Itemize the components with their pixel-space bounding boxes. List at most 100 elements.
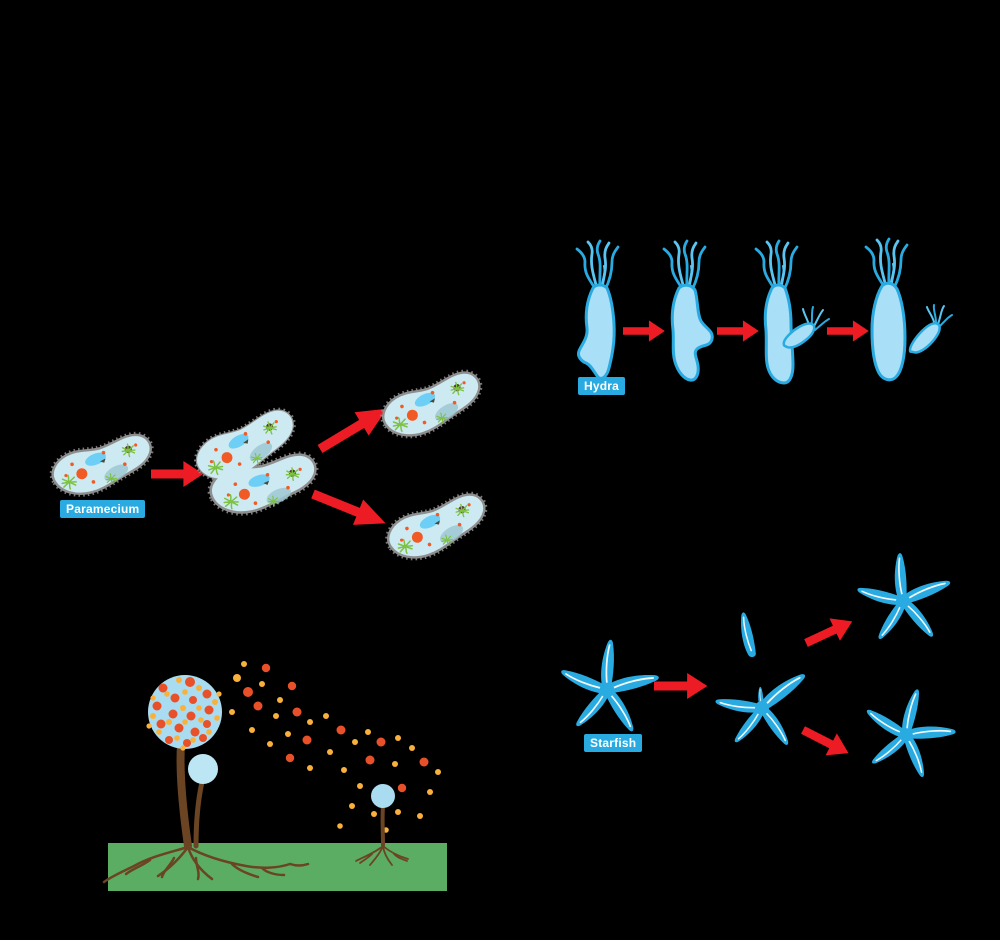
spore-dot bbox=[180, 745, 186, 751]
spore-dot bbox=[336, 725, 346, 735]
spore-dot bbox=[146, 723, 152, 729]
arrow-icon bbox=[717, 320, 759, 342]
paramecium-dividing-cell bbox=[189, 407, 319, 516]
spore-dot bbox=[365, 729, 371, 735]
spore-dot bbox=[352, 739, 358, 745]
paramecium-daughter-cell bbox=[382, 491, 492, 564]
spore-dot bbox=[202, 689, 212, 699]
spore-dot bbox=[198, 717, 204, 723]
spore-dot bbox=[189, 696, 197, 704]
paramecium-label: Paramecium bbox=[60, 500, 146, 518]
spore-dot bbox=[395, 809, 401, 815]
spore-dot bbox=[190, 737, 196, 743]
spore-dot bbox=[307, 719, 313, 725]
starfish-detached-arm bbox=[736, 610, 759, 660]
starfish-regeneration-illustration bbox=[559, 546, 963, 783]
starfish-adult bbox=[559, 639, 660, 733]
spore-dot bbox=[186, 711, 196, 721]
spore-dot bbox=[287, 681, 297, 691]
spore-dot bbox=[166, 719, 172, 725]
spore-dot bbox=[180, 705, 186, 711]
spore-dot bbox=[233, 674, 241, 682]
spore-dot bbox=[341, 767, 347, 773]
spore-dot bbox=[409, 745, 415, 751]
spore-dot bbox=[427, 789, 433, 795]
fungus-roots bbox=[102, 845, 310, 884]
spore-dot bbox=[156, 719, 166, 729]
fungus-spore-dispersal-illustration bbox=[102, 661, 447, 891]
spore-dot bbox=[229, 709, 235, 715]
hydra-stage-4 bbox=[864, 237, 953, 382]
spore-dot bbox=[182, 689, 188, 695]
sporangium-spores bbox=[146, 677, 222, 751]
starfish-regrown bbox=[851, 546, 959, 648]
spore-dot bbox=[349, 803, 355, 809]
hydra-budding-illustration bbox=[575, 237, 953, 385]
paramecium-binary-fission-illustration bbox=[48, 369, 492, 564]
spore-dot bbox=[395, 735, 401, 741]
spore-dot bbox=[302, 735, 312, 745]
sporangium-ball-young bbox=[188, 754, 218, 784]
spore-dot bbox=[243, 687, 253, 697]
spore-dot bbox=[206, 729, 212, 735]
spore-dot bbox=[212, 699, 218, 705]
spore-dot bbox=[196, 685, 202, 691]
spore-dot bbox=[170, 693, 180, 703]
spore-dot bbox=[214, 715, 220, 721]
spore-dot bbox=[253, 701, 263, 711]
arrow-icon bbox=[623, 320, 665, 342]
spore-dot bbox=[365, 755, 375, 765]
arrow-icon bbox=[827, 320, 869, 342]
spore-dot bbox=[323, 713, 329, 719]
spore-dot bbox=[285, 753, 295, 763]
starfish-body-regenerating bbox=[713, 667, 809, 748]
spore-dot bbox=[152, 701, 162, 711]
arrow-icon bbox=[654, 673, 708, 699]
spore-dot bbox=[203, 720, 211, 728]
spore-dot bbox=[150, 695, 156, 701]
fungus-stalk-secondary bbox=[193, 779, 205, 849]
starfish-label: Starfish bbox=[584, 734, 643, 752]
spore-dot bbox=[168, 709, 178, 719]
dispersing-spores bbox=[229, 661, 441, 833]
spore-dot bbox=[158, 683, 168, 693]
spore-dot bbox=[417, 813, 423, 819]
spore-dot bbox=[174, 735, 180, 741]
spore-dot bbox=[165, 736, 173, 744]
spore-dot bbox=[337, 823, 343, 829]
spore-dot bbox=[327, 749, 333, 755]
spore-dot bbox=[267, 741, 273, 747]
spore-dot bbox=[307, 765, 313, 771]
spore-dot bbox=[292, 707, 302, 717]
spore-dot bbox=[371, 811, 377, 817]
paramecium-parent-cell bbox=[48, 432, 156, 498]
spore-dot bbox=[241, 661, 247, 667]
spore-dot bbox=[259, 681, 265, 687]
spore-dot bbox=[249, 727, 255, 733]
spore-dot bbox=[174, 723, 184, 733]
spore-dot bbox=[392, 761, 398, 767]
spore-dot bbox=[435, 769, 441, 775]
spore-dot bbox=[357, 783, 363, 789]
spore-dot bbox=[185, 677, 195, 687]
hydra-label: Hydra bbox=[578, 377, 626, 395]
spore-dot bbox=[419, 757, 429, 767]
hydra-stage-1 bbox=[575, 239, 620, 380]
hydra-stage-2 bbox=[662, 239, 714, 382]
spore-dot bbox=[204, 705, 214, 715]
spore-dot bbox=[176, 677, 182, 683]
spore-dot bbox=[285, 731, 291, 737]
arrow-icon bbox=[312, 396, 395, 461]
spore-dot bbox=[397, 783, 407, 793]
spore-dot bbox=[199, 734, 207, 742]
spore-dot bbox=[150, 713, 156, 719]
spore-dot bbox=[183, 739, 191, 747]
spore-dot bbox=[190, 727, 200, 737]
spore-dot bbox=[277, 697, 283, 703]
spore-dot bbox=[216, 691, 222, 697]
spore-dot bbox=[261, 663, 271, 673]
starfish-regrown bbox=[854, 681, 962, 784]
arrow-icon bbox=[800, 610, 858, 655]
